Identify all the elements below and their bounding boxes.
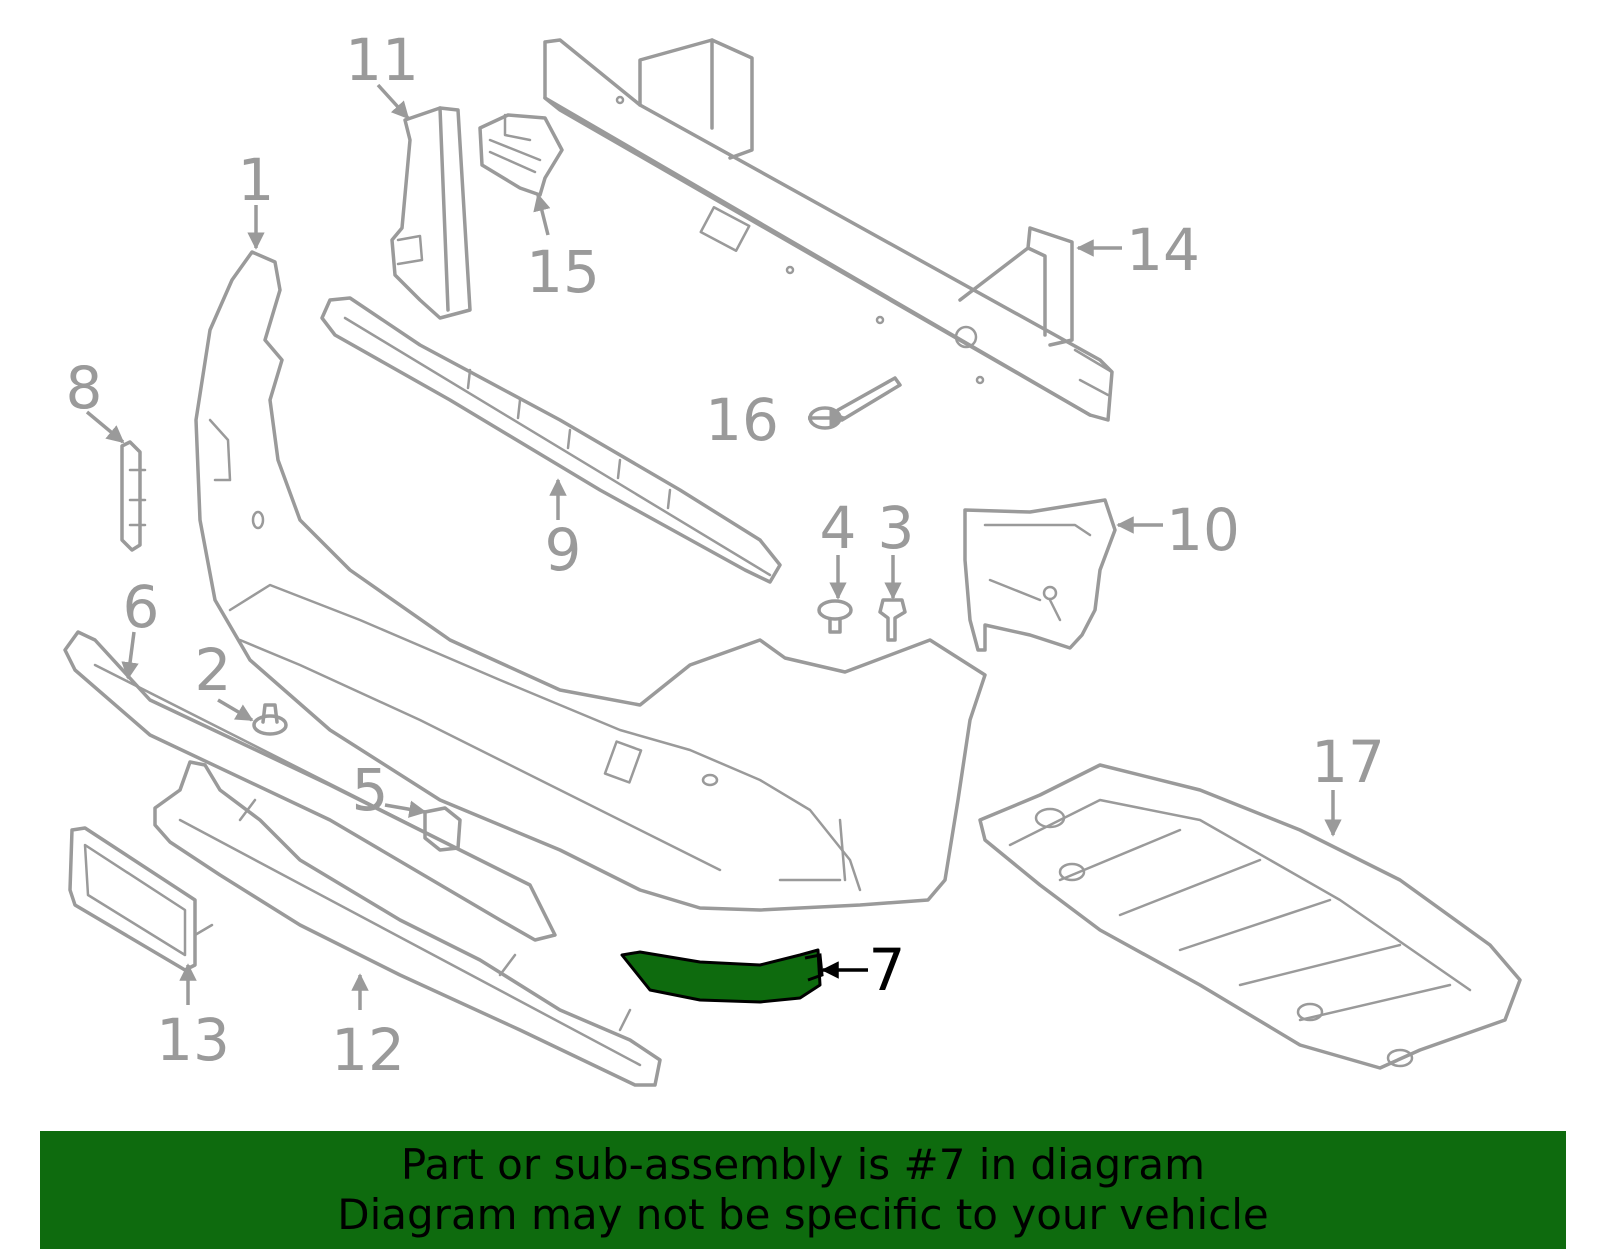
part-2-clip (252, 703, 288, 736)
callout-8: 8 (66, 354, 103, 422)
part-1-bumper-cover (194, 250, 987, 912)
part-13-plate-bracket (68, 826, 214, 972)
part-14-reinforcement-beam (543, 38, 1114, 422)
callout-2: 2 (195, 636, 232, 704)
part-10-side-bracket (963, 498, 1117, 652)
callout-4: 4 (820, 494, 857, 562)
part-8-side-bracket (120, 440, 147, 552)
callout-13: 13 (156, 1006, 230, 1074)
part-15-connector (478, 113, 564, 197)
callout-15: 15 (526, 238, 600, 306)
callout-14: 14 (1126, 216, 1200, 284)
part-4-clip (817, 599, 853, 634)
callout-3: 3 (878, 494, 915, 562)
callout-17: 17 (1311, 728, 1385, 796)
part-3-clip (878, 598, 907, 642)
part-16-tow-eye (808, 376, 902, 430)
leader-arrows (85, 83, 1342, 1010)
part-5-cap (423, 806, 462, 852)
callout-labels: 1 2 3 4 5 6 7 8 9 10 11 12 13 14 15 16 1… (66, 26, 1385, 1084)
callout-6: 6 (123, 573, 160, 641)
part-6-trim-strip (63, 630, 557, 942)
callout-9: 9 (545, 516, 582, 584)
banner-line-1: Part or sub-assembly is #7 in diagram (400, 1140, 1206, 1189)
info-banner: Part or sub-assembly is #7 in diagram Di… (40, 1131, 1566, 1249)
callout-16: 16 (705, 386, 779, 454)
part-12-lower-reinforcement (153, 760, 662, 1087)
callout-7: 7 (869, 936, 906, 1004)
callout-11: 11 (345, 26, 419, 94)
banner-line-2: Diagram may not be specific to your vehi… (337, 1190, 1269, 1239)
part-7-highlighted (620, 948, 824, 1004)
part-9-grille (320, 296, 782, 584)
callout-5: 5 (352, 756, 389, 824)
callout-10: 10 (1166, 496, 1240, 564)
callout-12: 12 (331, 1016, 405, 1084)
part-17-under-cover (978, 763, 1522, 1070)
part-11-bracket (390, 106, 472, 320)
callout-1: 1 (238, 146, 275, 214)
